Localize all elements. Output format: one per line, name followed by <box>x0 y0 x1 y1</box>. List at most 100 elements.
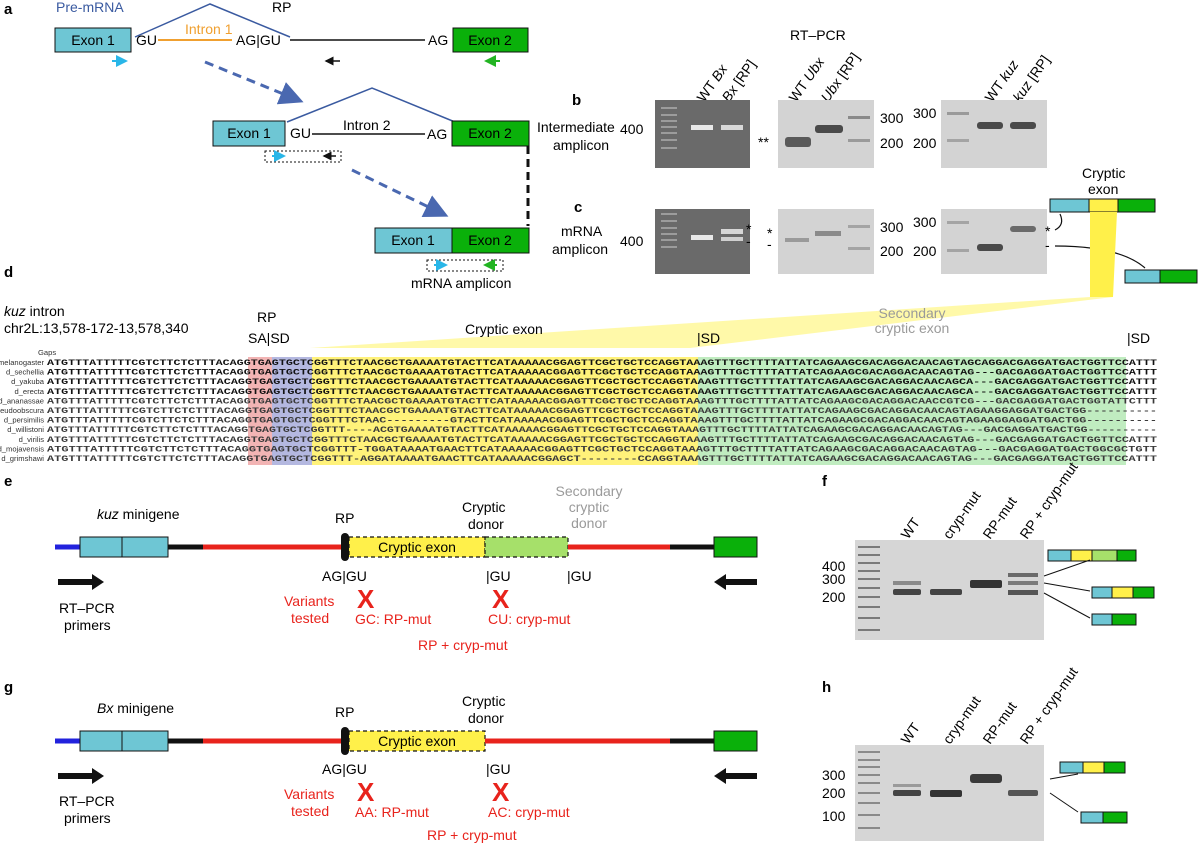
alignment-row: ATGTTTATTTTTCGTCTTCTCTTTACAGGTGAGTGCTCGG… <box>47 454 1157 464</box>
lane-ubx-rp: Ubx [RP] <box>817 50 862 105</box>
ladder-200-c-kuz: 200 <box>913 243 937 259</box>
g-gu1: |GU <box>486 761 511 777</box>
cryptic-inset-line2: exon <box>1088 181 1118 197</box>
e-rp-marker <box>341 533 349 561</box>
f-band-both-mid <box>1008 581 1038 585</box>
gel-c-kuz <box>941 209 1047 274</box>
f-prod1-secondary <box>1091 549 1118 562</box>
e-exon1-box <box>79 536 169 558</box>
h-prod2-exon1 <box>1080 811 1104 824</box>
e-minigene-title: kuz minigene <box>97 506 180 522</box>
inset-cryptic <box>1088 198 1119 213</box>
d-gaps-label: Gaps <box>38 348 56 357</box>
g-cryptic-exon-label: Cryptic exon <box>378 733 456 749</box>
exon1-label: Exon 1 <box>71 32 115 48</box>
star-c-bx: * <box>746 221 752 237</box>
row-b-label-line2: amplicon <box>553 137 609 153</box>
band-c-bx-rp-upper <box>721 229 743 234</box>
exon2-box-row2 <box>451 120 530 147</box>
e-secondary-box <box>484 536 569 558</box>
gu-label: GU <box>136 32 157 48</box>
f-ladder-400: 400 <box>822 558 846 574</box>
f-connector-lines <box>1043 559 1091 619</box>
lane-kuz-rp: kuz [RP] <box>1009 52 1052 105</box>
ladder-b-ubx-200 <box>848 139 870 142</box>
exon1-label-row2: Exon 1 <box>227 125 271 141</box>
g-exon2-box <box>713 730 758 752</box>
ladder-300-c-ubx: 300 <box>880 219 904 235</box>
ladder-b-bx <box>661 107 677 149</box>
species-labels: d_melanogasterd_sechelliad_yakubad_erect… <box>0 358 45 463</box>
band-b-kuz-wt <box>977 122 1003 129</box>
g-minigene-title: Bx minigene <box>97 700 174 716</box>
species-label: d_melanogaster <box>0 358 44 367</box>
d-sa-sd-label: SA|SD <box>248 330 290 346</box>
exon2-box <box>452 27 529 53</box>
alignment-row: ATGTTTATTTTTCGTCTTCTCTTTACAGGTGAGTGCTCGG… <box>47 387 1157 397</box>
e-exon2-box <box>713 536 758 558</box>
e-cryptic-exon-label: Cryptic exon <box>378 539 456 555</box>
ladder-300-c-kuz: 300 <box>913 214 937 230</box>
e-ag-gu: AG|GU <box>322 568 367 584</box>
panel-h: h WT cryp-mut RP-mut RP + cryp-mut 300 2… <box>822 664 1128 841</box>
h-lane-wt: WT <box>897 719 923 746</box>
f-prod1-exon2 <box>1116 549 1137 562</box>
species-label: d_mojavensis <box>0 444 44 453</box>
exon2-label-mrna: Exon 2 <box>468 232 512 248</box>
alignment-row: ATGTTTATTTTTCGTCTTCTCTTTACAGGTGAGTGCTCGG… <box>47 377 1157 387</box>
inset-exon1 <box>1049 198 1090 213</box>
f-prod2-exon2 <box>1132 586 1155 599</box>
panel-letter-g: g <box>4 679 13 696</box>
dash-c-kuz: - <box>1045 237 1050 253</box>
ladder-c-ubx-300 <box>848 225 870 228</box>
intron1-label: Intron 1 <box>185 21 233 37</box>
species-label: d_grimshawi <box>1 454 44 463</box>
e-gu1: |GU <box>486 568 511 584</box>
h-ladder-200: 200 <box>822 785 846 801</box>
rp-sd-highlight <box>272 357 312 465</box>
e-x-mark-rp: X <box>357 584 375 614</box>
f-band-rp <box>970 580 1002 588</box>
band-c-kuz-rp <box>1010 226 1036 232</box>
g-cryptic-exon-box <box>348 730 486 752</box>
e-secondary-line3: donor <box>571 515 607 531</box>
ladder-b-kuz-200 <box>947 139 969 142</box>
panel-letter-b: b <box>572 92 581 109</box>
panel-g: g Bx minigene RP Cryptic donor Cryptic e… <box>4 679 758 843</box>
species-label: d_yakuba <box>11 377 45 386</box>
dashed-arrow-1 <box>204 60 304 105</box>
d-secondary-line1: Secondary <box>879 305 946 321</box>
rp-sa-highlight <box>248 357 272 465</box>
ladder-b-ubx-300 <box>848 116 870 119</box>
e-secondary-line2: cryptic <box>569 499 609 515</box>
d-secondary-line2: cryptic exon <box>875 320 950 336</box>
d-cryptic-exon-label: Cryptic exon <box>465 321 543 337</box>
h-ladder-bands <box>858 751 880 829</box>
species-label: d_persimilis <box>4 416 44 425</box>
d-sd2-label: |SD <box>1127 330 1150 346</box>
secondary-exon-highlight <box>698 357 1126 465</box>
h-band-both <box>1008 790 1038 796</box>
d-sd1-label: |SD <box>697 330 720 346</box>
row-c-label-line1: mRNA <box>561 223 603 239</box>
exon2-box-mrna <box>451 227 530 254</box>
cryptic-exon-highlight <box>312 357 698 465</box>
inset-spliced-exon1 <box>1124 269 1161 284</box>
ag-label-row2: AG <box>427 126 447 142</box>
inset-line-upper <box>1054 213 1063 231</box>
panel-letter-e: e <box>4 473 12 490</box>
lane-bx-rp: Bx [RP] <box>718 57 758 105</box>
e-cryptic-exon-box <box>348 536 486 558</box>
panel-f: f WT cryp-mut RP-mut RP + cryp-mut 400 3… <box>822 459 1155 640</box>
ladder-200-b-kuz: 200 <box>913 135 937 151</box>
row-b-label-line1: Intermediate <box>537 119 615 135</box>
f-ladder-200: 200 <box>822 589 846 605</box>
f-prod3-exon1 <box>1091 613 1113 626</box>
yellow-projection-top <box>1090 212 1117 297</box>
band-c-ubx-rp <box>815 231 841 236</box>
h-prod1-exon1 <box>1059 761 1084 774</box>
g-exon1-box <box>79 730 169 752</box>
exon2-label: Exon 2 <box>468 32 512 48</box>
ladder-c-bx <box>661 213 677 248</box>
panel-d: d kuz intron chr2L:13,578-172-13,578,340… <box>0 264 1157 465</box>
